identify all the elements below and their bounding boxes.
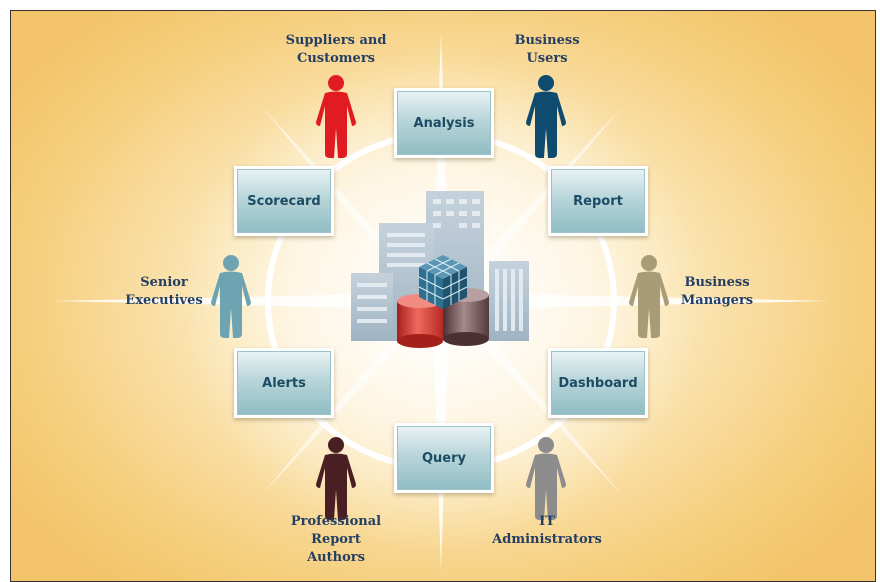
label-report-authors: Professional Report Authors — [256, 513, 416, 567]
box-scorecard-label: Scorecard — [247, 193, 321, 209]
person-report-authors-icon — [316, 437, 356, 520]
box-query: Query — [394, 423, 494, 493]
label-business-managers: Business Managers — [637, 274, 797, 310]
person-business-managers-icon — [629, 255, 669, 338]
label-it-admins: IT Administrators — [467, 513, 627, 549]
label-senior-execs: Senior Executives — [84, 274, 244, 310]
label-it-admins-line1: IT — [539, 514, 555, 529]
box-scorecard: Scorecard — [234, 166, 334, 236]
label-business-managers-line1: Business — [684, 275, 750, 290]
label-it-admins-line2: Administrators — [492, 532, 602, 547]
box-report-label: Report — [573, 193, 623, 209]
box-dashboard-label: Dashboard — [558, 375, 638, 391]
database-cylinders-icon — [397, 288, 489, 348]
label-suppliers-line1: Suppliers and — [285, 33, 387, 48]
olap-cube-icon — [418, 255, 468, 309]
box-analysis: Analysis — [394, 88, 494, 158]
person-suppliers-icon — [316, 75, 356, 158]
label-senior-execs-line1: Senior — [140, 275, 188, 290]
label-business-users-line1: Business — [514, 33, 580, 48]
box-dashboard: Dashboard — [548, 348, 648, 418]
label-report-authors-line2: Report — [311, 532, 361, 547]
label-suppliers-line2: Customers — [297, 51, 375, 66]
label-business-users: Business Users — [467, 32, 627, 68]
box-query-label: Query — [421, 450, 466, 466]
label-business-users-line2: Users — [526, 51, 568, 66]
box-alerts: Alerts — [234, 348, 334, 418]
label-report-authors-line3: Authors — [307, 550, 365, 565]
box-analysis-label: Analysis — [413, 115, 475, 131]
label-report-authors-line1: Professional — [290, 514, 382, 529]
label-senior-execs-line2: Executives — [125, 293, 203, 308]
diagram-frame: Analysis Report Dashboard Query Alerts S… — [10, 10, 876, 582]
person-business-users-icon — [526, 75, 566, 158]
label-business-managers-line2: Managers — [680, 293, 754, 308]
label-suppliers: Suppliers and Customers — [256, 32, 416, 68]
box-alerts-label: Alerts — [262, 375, 306, 391]
box-report: Report — [548, 166, 648, 236]
person-it-admins-icon — [526, 437, 566, 520]
person-senior-execs-icon — [211, 255, 251, 338]
